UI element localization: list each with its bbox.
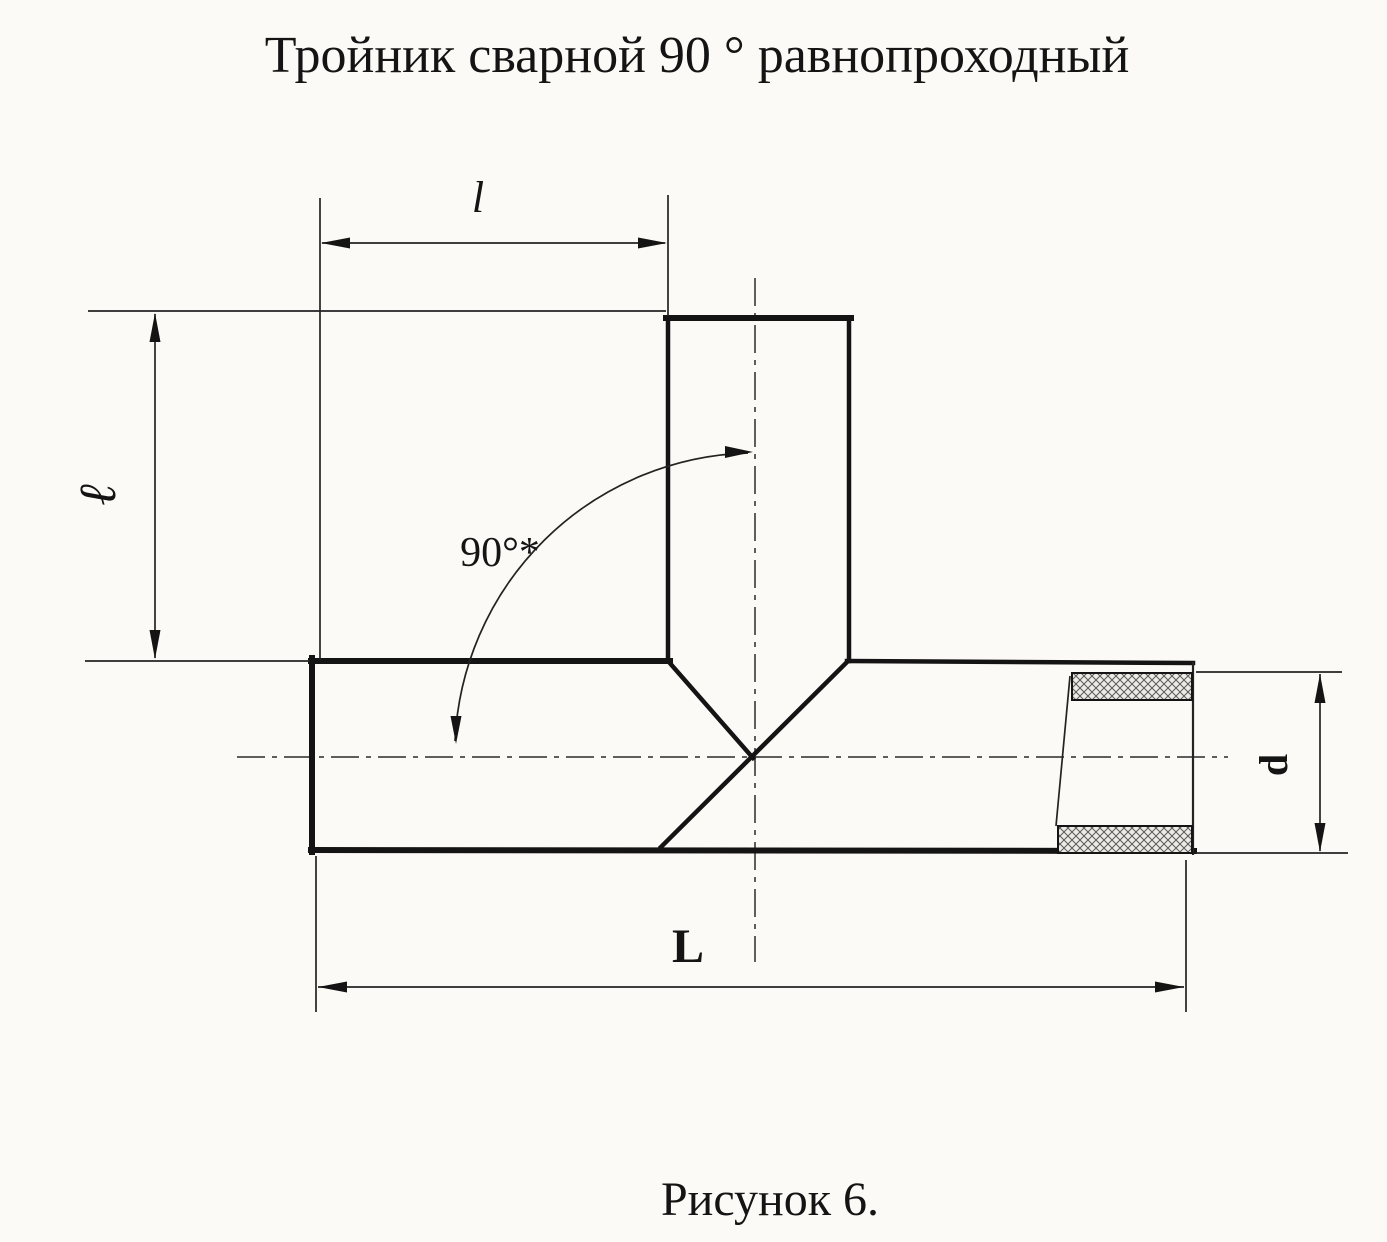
angle-arrow-top [725, 446, 753, 458]
run-top-edge-right [844, 658, 1196, 666]
dimension-d: d [1196, 671, 1348, 854]
dim-arrow-top [149, 313, 161, 342]
dim-arrow-left [321, 237, 350, 249]
dim-arrow-top [1314, 674, 1326, 703]
wall-section-hatch-bottom [1057, 825, 1193, 854]
tee-body-outline [307, 315, 1198, 855]
angle-arrow-bottom [450, 716, 462, 744]
run-bottom-edge [307, 846, 1198, 855]
dim-arrow-bottom [1314, 823, 1326, 852]
wall-section-broken-out [1055, 672, 1193, 854]
dimension-l-top: l [319, 173, 669, 660]
dim-arrow-bottom [149, 630, 161, 659]
angle-label: 90°* [460, 530, 540, 576]
figure-caption: Рисунок 6. [661, 1173, 879, 1226]
weld-seam-right [657, 657, 852, 851]
dimension-L: L [315, 856, 1187, 1012]
dimension-l-left: ℓ [70, 310, 666, 662]
wall-section-hatch-top [1071, 672, 1193, 701]
dim-label-L: L [672, 920, 704, 973]
angle-annotation: 90°* [450, 446, 753, 744]
angle-arc [454, 452, 749, 742]
section-break-line [1055, 675, 1071, 827]
dim-label-l-left: ℓ [70, 484, 127, 506]
dim-arrow-right [638, 237, 667, 249]
dim-label-d: d [1251, 754, 1296, 776]
dim-label-l-top: l [472, 173, 484, 222]
weld-seam-left [664, 657, 757, 762]
drawing-title: Тройник сварной 90 ° равнопроходный [265, 27, 1130, 84]
dim-arrow-left [318, 981, 347, 993]
dim-arrow-right [1155, 981, 1184, 993]
